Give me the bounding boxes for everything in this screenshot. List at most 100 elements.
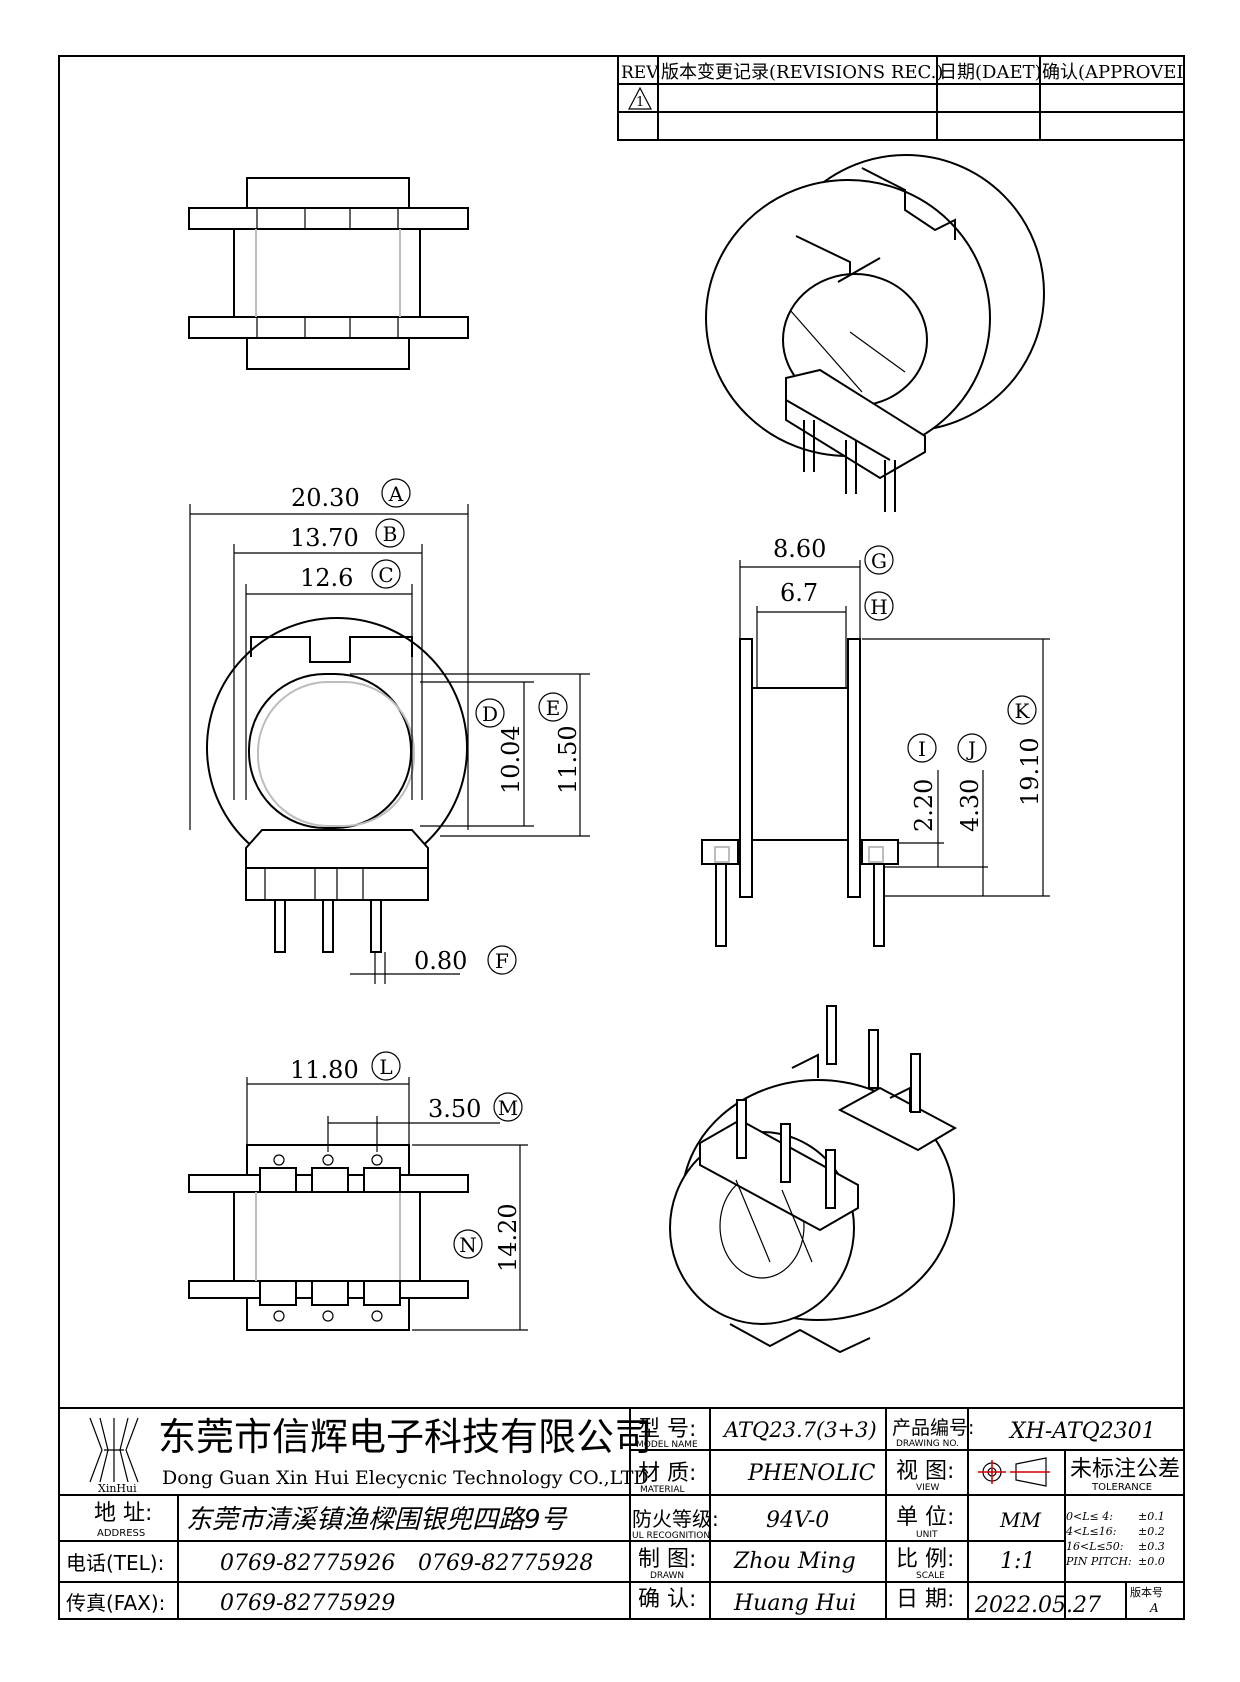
front-view xyxy=(206,616,468,953)
material-value: PHENOLIC xyxy=(747,1461,876,1486)
dim-b: 13.70 B xyxy=(290,518,405,552)
address-label-en: ADDRESS xyxy=(97,1528,145,1539)
tel-label: 电话(TEL): xyxy=(66,1551,164,1575)
model-label: 型 号: xyxy=(638,1417,696,1442)
scale-label-en: SCALE xyxy=(916,1571,945,1581)
dim-n-marker xyxy=(453,1229,483,1259)
dim-n: N 14.20 xyxy=(453,1203,522,1272)
dim-j-letter: J xyxy=(966,737,976,761)
tol-value-2: ±0.2 xyxy=(1138,1525,1165,1538)
version-label: 版本号 xyxy=(1130,1585,1163,1599)
dim-c-marker xyxy=(371,559,401,589)
dim-a-value: 20.30 xyxy=(291,484,360,512)
dim-h-marker xyxy=(864,591,894,621)
dim-d: D 10.04 xyxy=(475,698,525,794)
dim-c-value: 12.6 xyxy=(300,564,353,592)
side-view xyxy=(701,638,899,947)
side-view-dimensions xyxy=(739,560,1050,897)
dim-d-letter: D xyxy=(482,702,498,726)
dim-m-value: 3.50 xyxy=(428,1095,481,1123)
dim-m: 3.50 M xyxy=(428,1092,523,1123)
date-value: 2022.05.27 xyxy=(974,1593,1101,1618)
drawn-label-en: DRAWN xyxy=(650,1571,684,1581)
dim-k-value: 19.10 xyxy=(1016,737,1044,806)
dim-d-value: 10.04 xyxy=(497,725,525,794)
dim-k-letter: K xyxy=(1015,699,1031,723)
dim-f-marker xyxy=(487,945,517,975)
title-block: XinHui 东莞市信辉电子科技有限公司 Dong Guan Xin Hui E… xyxy=(58,1407,1185,1620)
fax-value: 0769-82775929 xyxy=(220,1591,395,1616)
view-label-en: VIEW xyxy=(916,1483,939,1493)
confirm-value: Huang Hui xyxy=(733,1591,856,1616)
unit-label-en: UNIT xyxy=(916,1530,938,1540)
dim-l-value: 11.80 xyxy=(290,1056,359,1084)
logo-text: XinHui xyxy=(98,1482,137,1495)
revision-record-header: 版本变更记录(REVISIONS REC.) xyxy=(661,62,943,83)
dim-n-value: 14.20 xyxy=(494,1203,522,1272)
dim-c-letter: C xyxy=(378,563,393,587)
isometric-view-top xyxy=(705,154,1045,512)
dim-e: E 11.50 xyxy=(538,692,582,794)
dim-e-letter: E xyxy=(546,696,561,720)
dim-m-marker xyxy=(493,1092,523,1122)
dim-k: K 19.10 xyxy=(1007,695,1044,806)
dim-e-value: 11.50 xyxy=(554,725,582,794)
dim-c: 12.6 C xyxy=(300,559,401,592)
dim-m-letter: M xyxy=(498,1096,518,1120)
dim-g: 8.60 G xyxy=(773,535,894,575)
dim-h: 6.7 H xyxy=(780,579,894,621)
view-label: 视 图: xyxy=(896,1459,954,1484)
approve-header: 确认(APPROVEI xyxy=(1042,62,1184,83)
date-label: 日 期: xyxy=(896,1587,954,1612)
unit-value: MM xyxy=(999,1508,1041,1532)
unit-label: 单 位: xyxy=(896,1505,954,1530)
dim-g-letter: G xyxy=(871,549,887,573)
address-value: 东莞市清溪镇渔樑围银兜四路9号 xyxy=(186,1505,569,1535)
isometric-view-bottom xyxy=(669,1005,958,1354)
dim-l-letter: L xyxy=(379,1055,392,1079)
dim-e-marker xyxy=(538,692,568,722)
tol-range-4: PIN PITCH: xyxy=(1065,1555,1132,1568)
company-logo xyxy=(89,1417,139,1483)
dim-b-marker xyxy=(375,518,405,548)
scale-value: 1:1 xyxy=(1000,1549,1035,1574)
revision-triangle-icon xyxy=(628,86,652,110)
tol-value-4: ±0.0 xyxy=(1138,1555,1165,1568)
drawn-label: 制 图: xyxy=(638,1547,696,1572)
dim-g-marker xyxy=(864,545,894,575)
tol-range-1: 0<L≤ 4: xyxy=(1066,1510,1113,1523)
dim-j-marker xyxy=(957,733,987,763)
dim-i-letter: I xyxy=(918,737,926,761)
tol-range-3: 16<L≤50: xyxy=(1066,1540,1123,1553)
tol-range-2: 4<L≤16: xyxy=(1065,1525,1116,1538)
rev-header: REV. xyxy=(621,63,661,83)
drawing-code-label-en: DRAWING NO. xyxy=(896,1439,959,1449)
company-name-en: Dong Guan Xin Hui Elecycnic Technology C… xyxy=(162,1467,649,1489)
address-label: 地 址: xyxy=(94,1501,152,1526)
dim-i-value: 2.20 xyxy=(910,779,938,832)
top-view xyxy=(188,177,469,370)
material-label: 材 质: xyxy=(638,1461,696,1486)
tolerance-title: 未标注公差 xyxy=(1070,1457,1180,1482)
dim-n-letter: N xyxy=(459,1233,477,1257)
dim-h-value: 6.7 xyxy=(780,579,818,607)
company-name-cn: 东莞市信辉电子科技有限公司 xyxy=(158,1415,652,1459)
material-label-en: MATERIAL xyxy=(640,1485,685,1495)
fire-label: 防火等级: xyxy=(632,1507,719,1531)
dim-f-letter: F xyxy=(495,949,509,973)
dim-f: 0.80 F xyxy=(414,945,517,975)
dim-d-marker xyxy=(475,698,505,728)
fire-value: 94V-0 xyxy=(766,1508,829,1533)
dim-a-letter: A xyxy=(388,482,404,506)
dim-b-letter: B xyxy=(383,522,398,546)
dim-a: 20.30 A xyxy=(291,478,411,512)
tel2-value: 0769-82775928 xyxy=(418,1551,593,1576)
tol-value-1: ±0.1 xyxy=(1138,1510,1165,1523)
dim-l: 11.80 L xyxy=(290,1051,401,1084)
projection-symbol-icon xyxy=(978,1457,1050,1487)
dim-j: J 4.30 xyxy=(956,733,987,832)
date-header: 日期(DAET) xyxy=(939,62,1042,83)
dim-i: I 2.20 xyxy=(907,733,938,832)
fax-label: 传真(FAX): xyxy=(66,1591,165,1615)
dim-i-marker xyxy=(907,733,937,763)
